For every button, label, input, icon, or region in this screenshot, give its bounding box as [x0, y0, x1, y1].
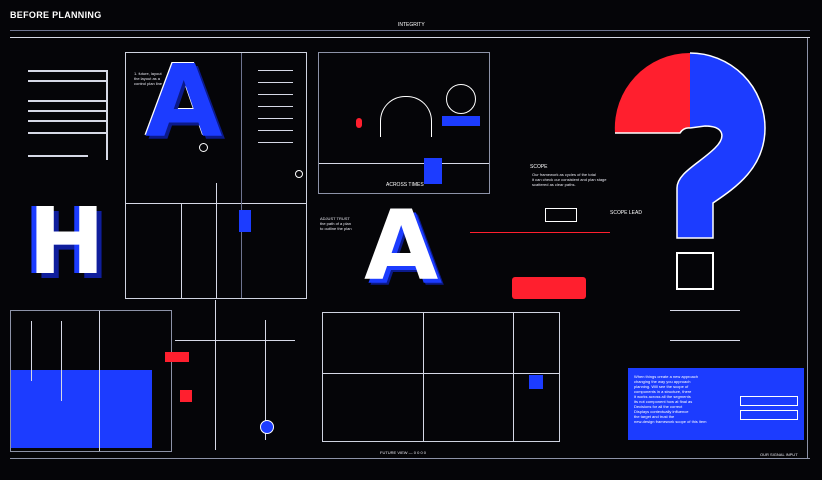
info-box-text: When things create a new approach changi… — [634, 374, 707, 424]
info-box: When things create a new approach changi… — [628, 368, 804, 440]
list-ladder — [248, 70, 298, 150]
red-block-1 — [165, 352, 189, 362]
panel-bottom-center — [322, 312, 560, 442]
big-letter-h: H — [28, 188, 105, 295]
info-box-field-2[interactable] — [740, 410, 798, 420]
arch-shape — [380, 96, 432, 137]
blue-block-center — [424, 158, 442, 184]
bottom-right-label: OUR SIGNAL INPUT — [760, 452, 798, 457]
red-bar — [512, 277, 586, 299]
right-caption: SCOPE LEAD — [610, 210, 642, 216]
question-mark-icon — [614, 52, 766, 290]
info-box-field-1[interactable] — [740, 396, 798, 406]
mid-right-text: Our framework as cycles of the total it … — [532, 172, 607, 187]
panel-bottom-left — [10, 310, 172, 452]
mid-caption-1: ACROSS TIMES — [386, 182, 424, 188]
panel-center-top — [318, 52, 490, 194]
blueprint-lines-bottom — [175, 300, 315, 450]
panel-note: 1. future, layout the layout as a contro… — [134, 71, 163, 86]
center-header-label: INTEGRITY — [398, 22, 425, 28]
left-ladder — [28, 70, 108, 180]
red-guide-line — [470, 232, 610, 233]
right-rail — [807, 38, 808, 458]
bottom-right-note-area — [640, 300, 760, 360]
small-box-button[interactable] — [545, 208, 577, 222]
blue-block-small — [239, 210, 251, 232]
big-letter-a-center: A — [364, 190, 439, 302]
top-rule — [10, 37, 810, 38]
circle-node-icon-2 — [295, 170, 303, 178]
center-small-text: ADJUST TRUST the path of a plan to outli… — [320, 216, 352, 231]
lamp-icon — [440, 80, 484, 136]
red-block-2 — [180, 390, 192, 402]
mid-caption-2: SCOPE — [530, 164, 548, 170]
h-corner-marker — [22, 192, 32, 202]
top-rule-2 — [10, 30, 810, 31]
circle-node-icon — [199, 143, 208, 152]
hook-icon — [350, 112, 368, 134]
blue-block-bottom-left — [10, 370, 152, 448]
bottom-rule — [10, 458, 810, 459]
panel-top-left: 1. future, layout the layout as a contro… — [125, 52, 307, 299]
page-title: BEFORE PLANNING — [10, 10, 102, 20]
bottom-center-label: FUTURE VIEW — 0 0 0 0 — [380, 450, 427, 455]
big-letter-a-top: A — [145, 43, 223, 160]
